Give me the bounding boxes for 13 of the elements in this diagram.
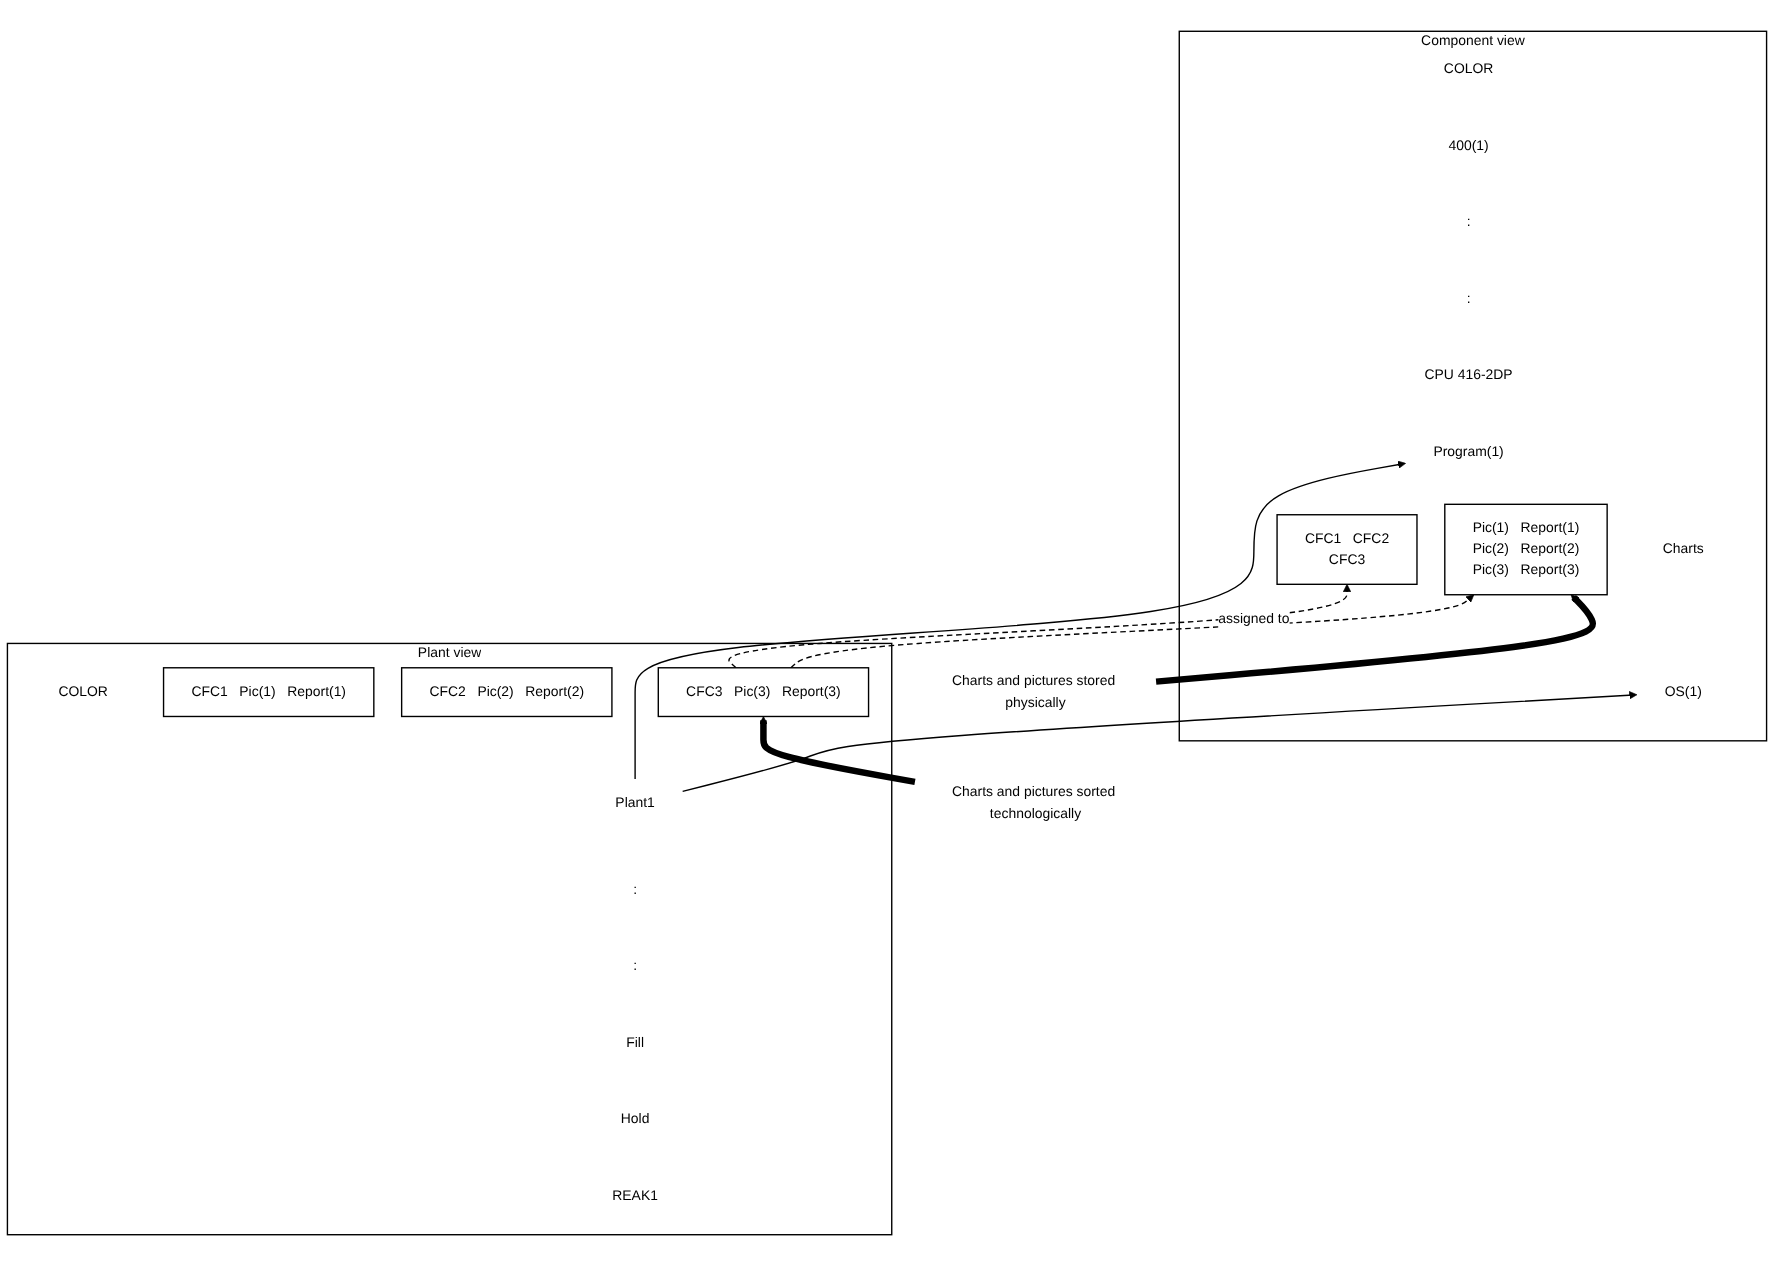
arrow (681, 691, 1638, 793)
node-box (162, 667, 375, 718)
node-box (1444, 503, 1608, 596)
arrow (790, 594, 1475, 669)
node-box (400, 667, 613, 718)
cluster (1178, 30, 1768, 742)
arrow (1155, 594, 1596, 685)
node-box (657, 667, 870, 718)
arrow (634, 460, 1406, 780)
node-box (1276, 514, 1418, 585)
arrow (728, 583, 1352, 669)
arrow (759, 716, 916, 786)
cluster (6, 642, 893, 1236)
